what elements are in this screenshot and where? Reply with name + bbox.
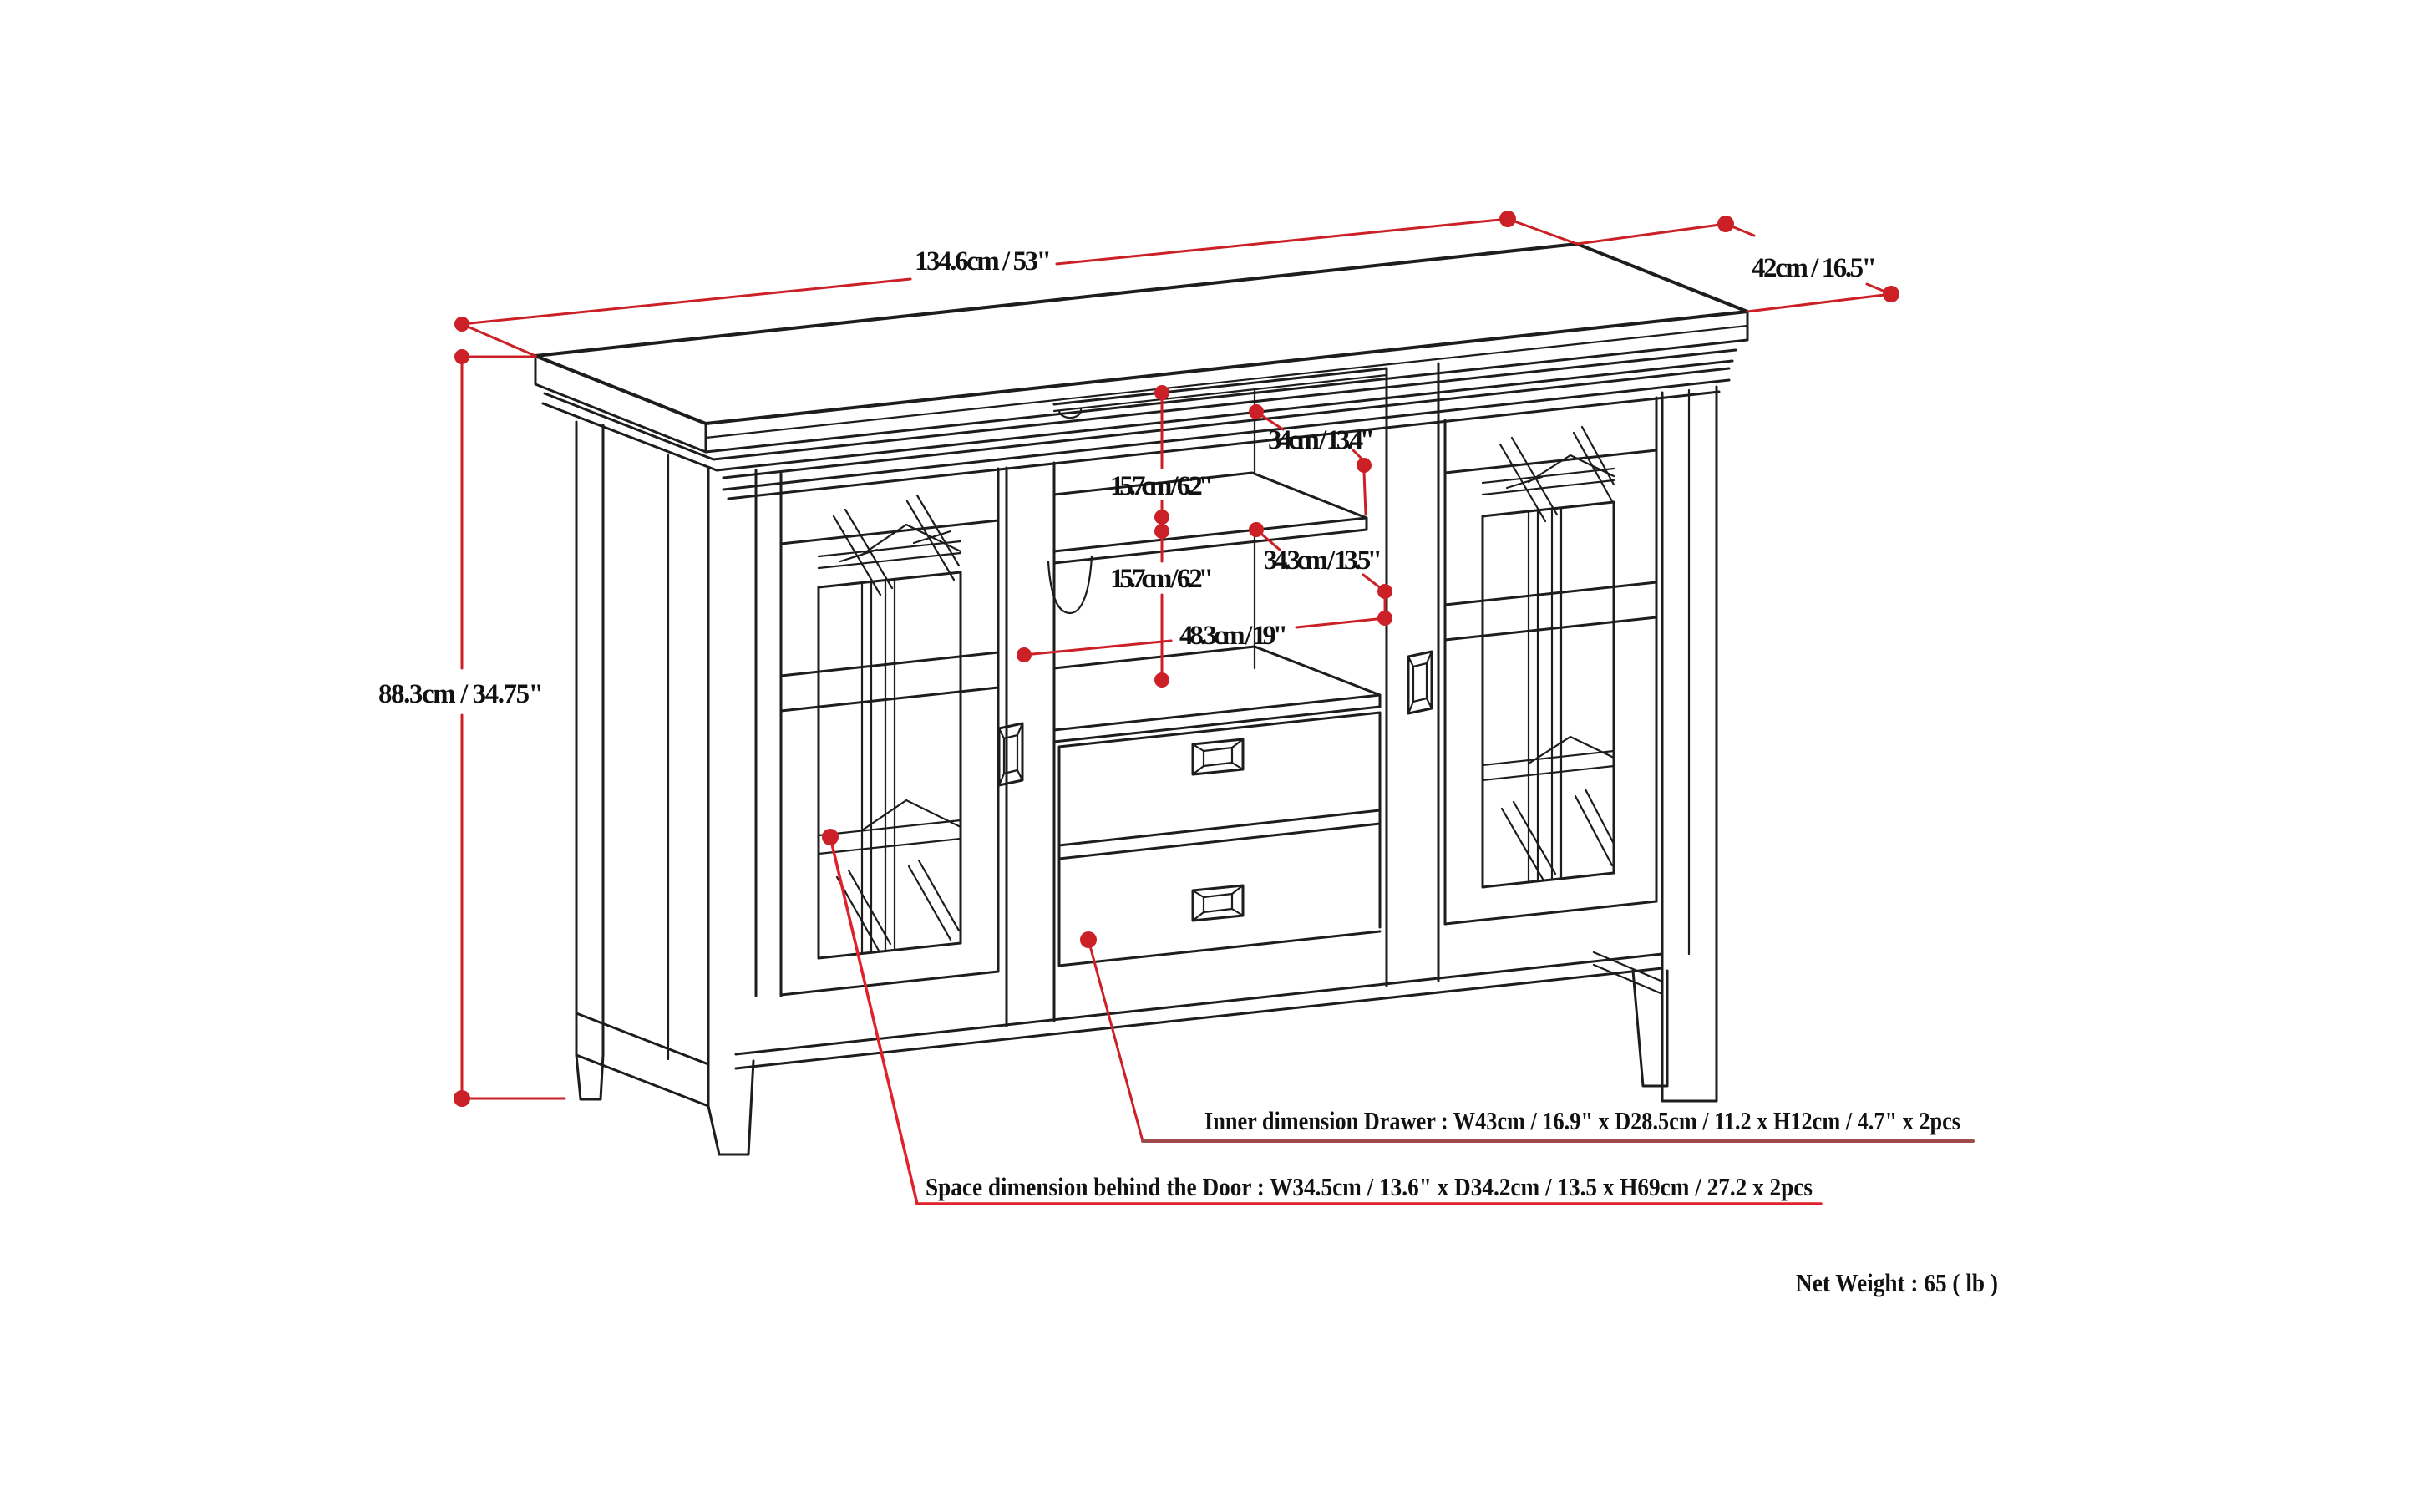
dimension-opening-width: 48.3cm / 19" [1017,590,1392,662]
glass-glare-marks [832,425,1615,952]
label-height: 88.3cm / 34.75" [378,679,544,709]
note-drawer: Inner dimension Drawer : W43cm / 16.9" x… [1080,931,1975,1143]
dimension-width: 134.6cm / 53" [454,211,1727,358]
dimension-depth: 42cm / 16.5" [1717,216,1899,313]
dimension-clearance-lower: 34.3cm / 13.5" [1249,522,1392,599]
label-depth: 42cm / 16.5" [1752,253,1877,283]
label-clearance-lower: 34.3cm / 13.5" [1264,545,1382,576]
label-gap-upper: 15.7cm / 6.2" [1110,471,1214,501]
dimension-height: 88.3cm / 34.75" [378,349,566,1107]
cabinet-outline [534,242,1749,1156]
label-clearance-upper: 34cm / 13.4" [1268,425,1375,455]
dimension-clearance-upper: 34cm / 13.4" [1249,404,1375,516]
dimension-shelf-gaps: 15.7cm / 6.2" 15.7cm / 6.2" [1110,385,1214,688]
label-width: 134.6cm / 53" [915,246,1052,277]
label-gap-lower: 15.7cm / 6.2" [1110,564,1214,594]
net-weight-label: Net Weight : 65 ( lb ) [1796,1268,1998,1297]
note-door: Space dimension behind the Door : W34.5c… [822,829,1823,1205]
label-opening-width: 48.3cm / 19" [1179,621,1288,651]
label-drawer-note: Inner dimension Drawer : W43cm / 16.9" x… [1204,1106,1960,1135]
label-door-note: Space dimension behind the Door : W34.5c… [926,1172,1813,1201]
